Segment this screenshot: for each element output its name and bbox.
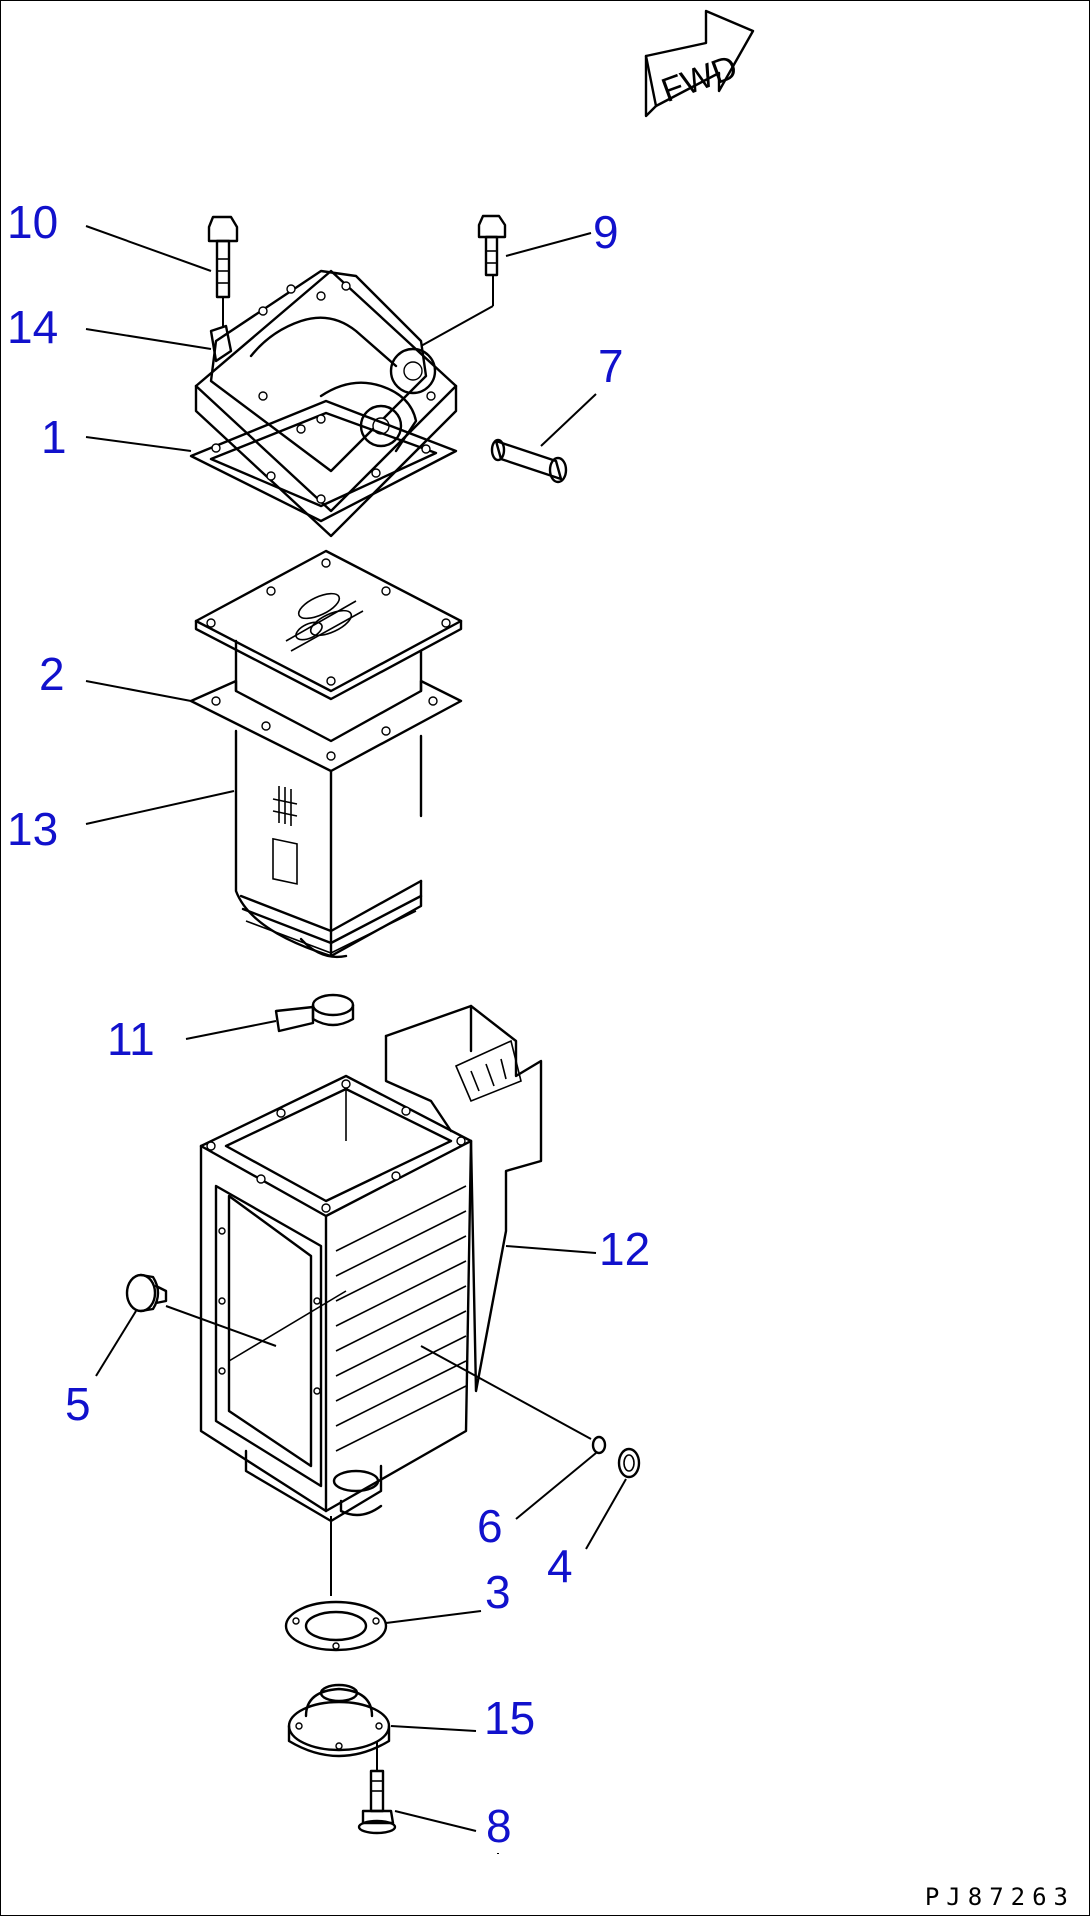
callout-1: 1 <box>41 411 67 463</box>
callout-15: 15 <box>484 1692 536 1744</box>
callout-6: 6 <box>477 1500 503 1552</box>
bolt-part-8 <box>357 1741 397 1835</box>
top-cover-part-14 <box>194 269 458 538</box>
bolt-part-10 <box>207 215 239 326</box>
bolt-part-9 <box>420 214 507 347</box>
bottom-cover-part-15 <box>287 1683 391 1758</box>
callout-13: 13 <box>7 803 59 855</box>
gasket-part-3 <box>284 1600 388 1652</box>
callout-5: 5 <box>65 1378 91 1430</box>
callout-12: 12 <box>599 1223 651 1275</box>
plug-part-5 <box>125 1273 277 1347</box>
forward-direction-arrow: FWD <box>644 9 755 118</box>
callout-3: 3 <box>485 1566 511 1618</box>
element-top-plate <box>194 549 463 701</box>
callout-8: 8 <box>486 1800 512 1852</box>
element-part-13 <box>234 729 423 959</box>
callout-10: 10 <box>7 196 59 248</box>
pipe-part-7 <box>490 438 568 484</box>
gasket-part-1 <box>189 399 458 523</box>
clamp-part-11 <box>274 993 355 1033</box>
callout-leaders <box>85 225 627 1854</box>
callout-14: 14 <box>7 301 59 353</box>
fwd-label: FWD <box>657 48 743 110</box>
case-part-12 <box>199 1004 543 1596</box>
callout-7: 7 <box>598 340 624 392</box>
callout-11: 11 <box>107 1013 155 1065</box>
plug-part-4 <box>617 1447 641 1479</box>
gasket-part-2 <box>189 639 463 773</box>
callout-4: 4 <box>547 1540 573 1592</box>
callout-9: 9 <box>593 206 619 258</box>
drawing-code: PJ87263 <box>924 1883 1075 1911</box>
callout-2: 2 <box>39 648 65 700</box>
o-ring-part-6 <box>420 1345 607 1455</box>
